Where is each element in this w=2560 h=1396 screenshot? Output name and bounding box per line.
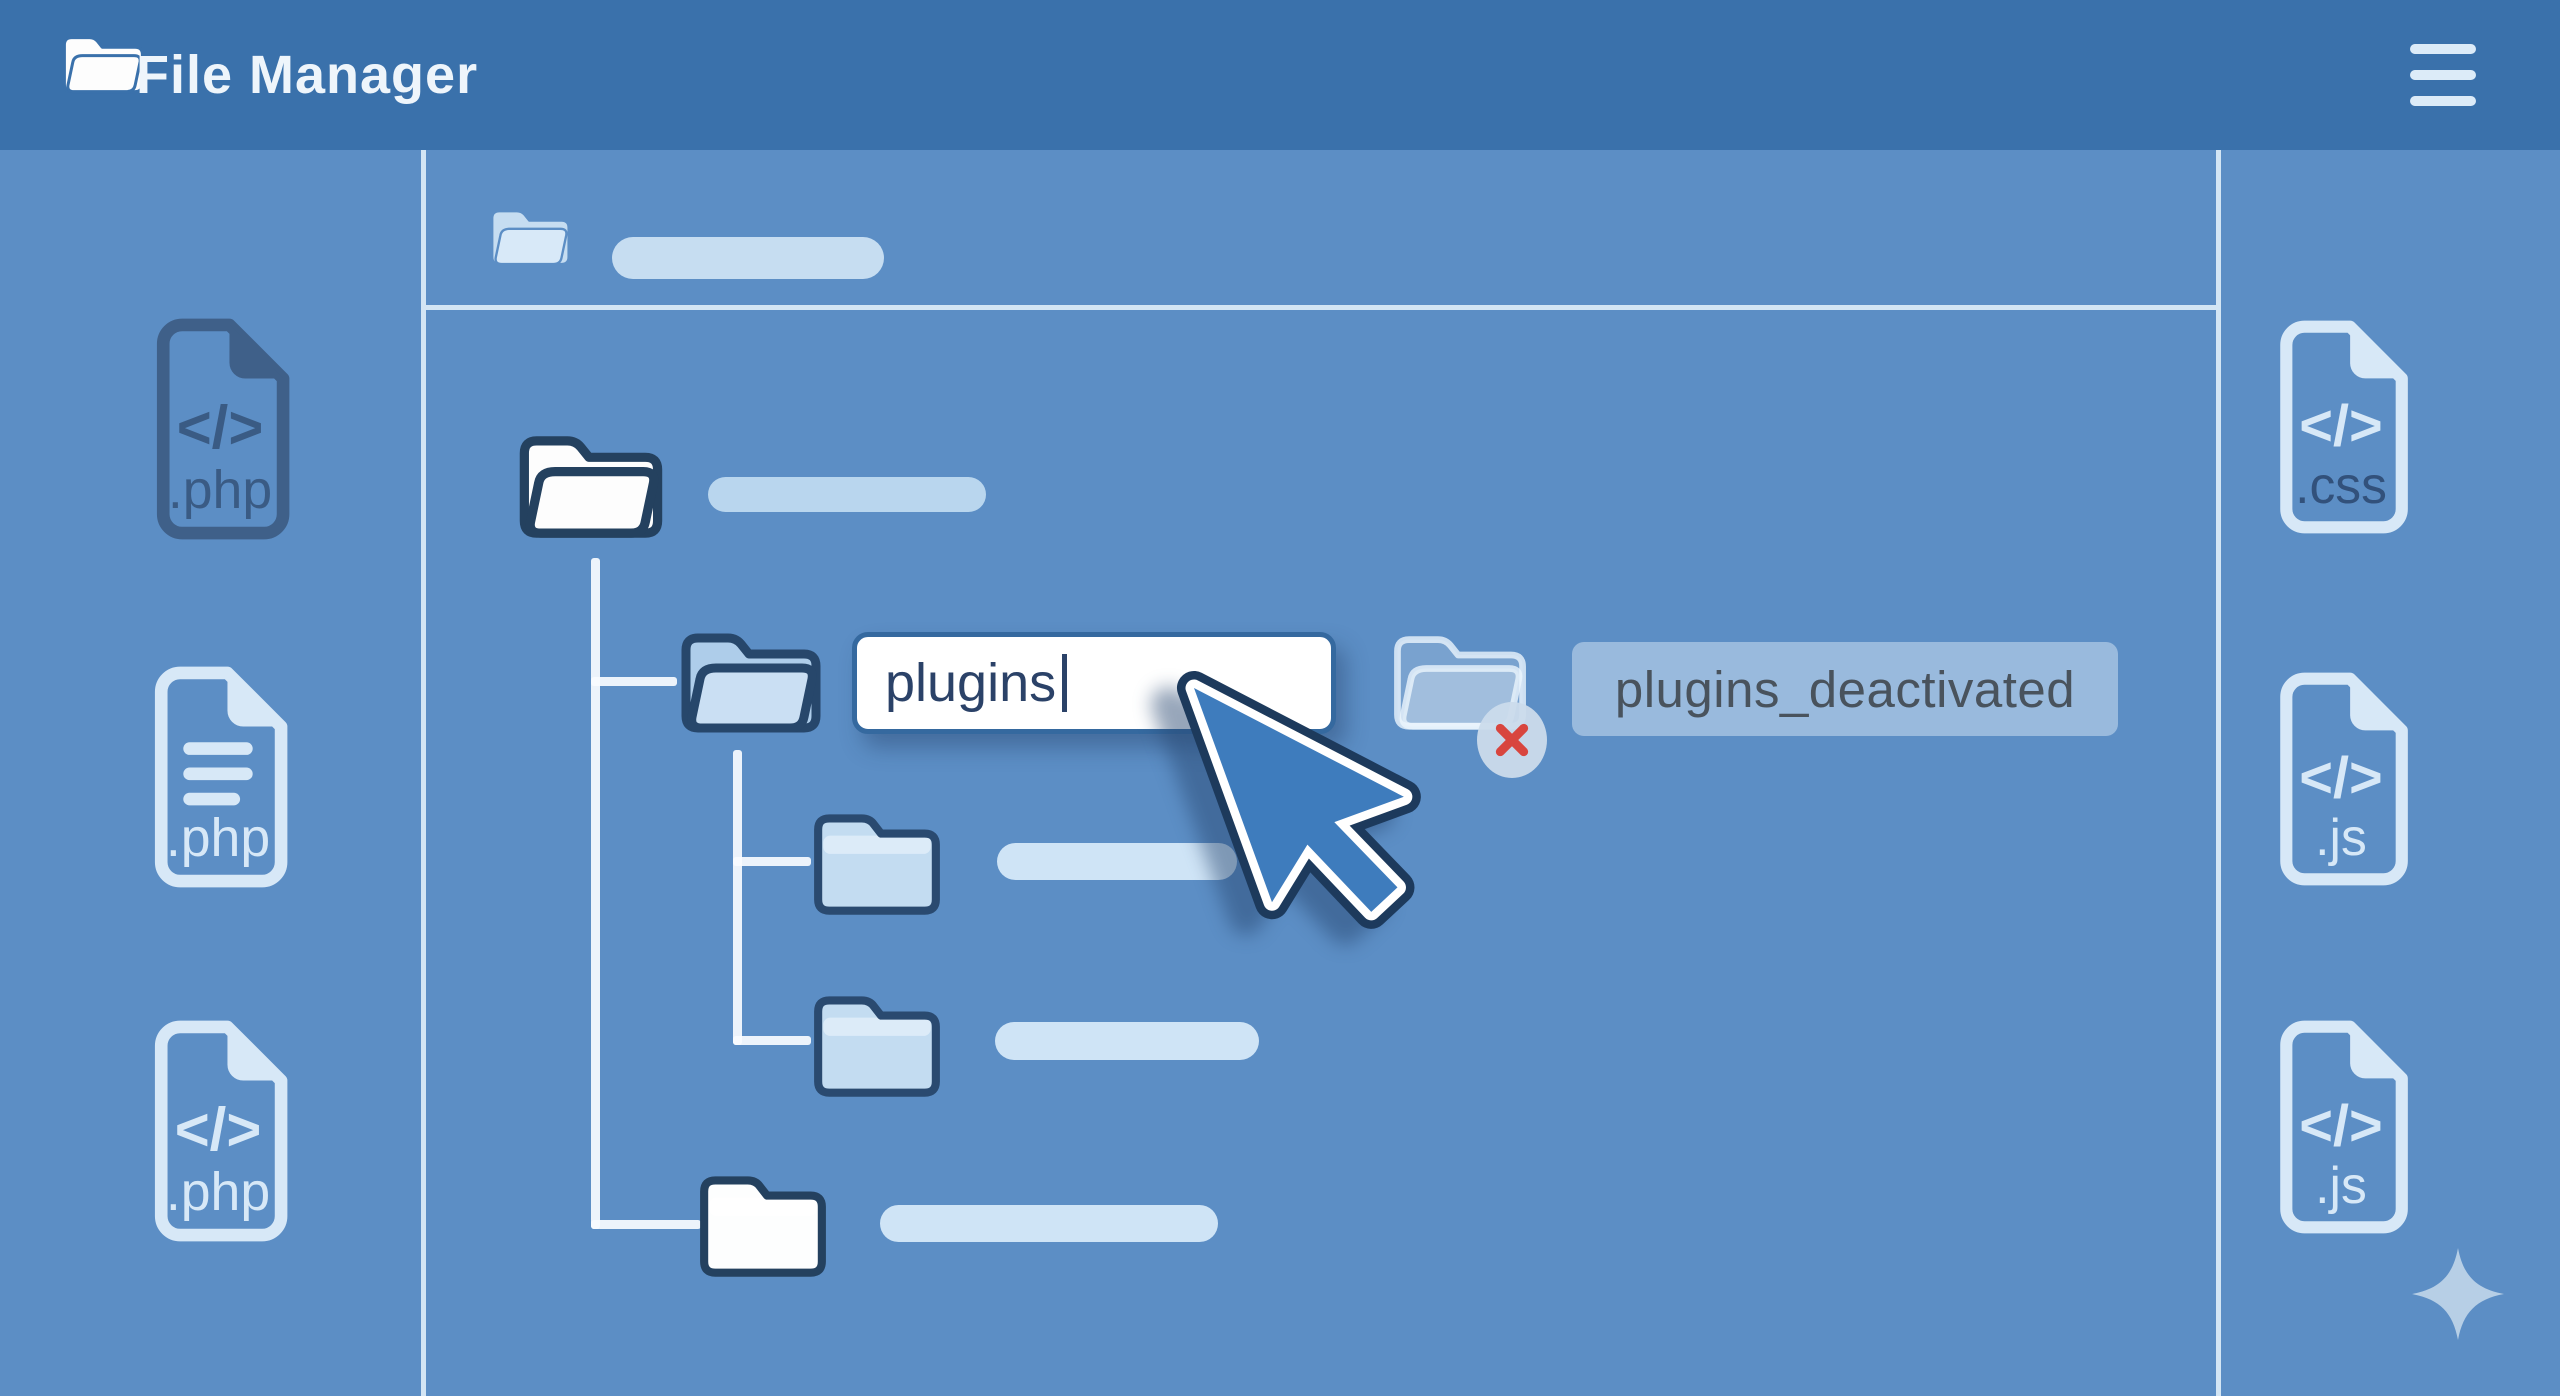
tree-branch-sub1 (733, 857, 811, 866)
rename-input-value: plugins (885, 653, 1057, 713)
tree-branch-bottom (591, 1220, 701, 1229)
toolbar-divider (421, 305, 2221, 310)
subfolder-icon-1[interactable] (808, 800, 946, 922)
root-folder-icon[interactable] (510, 418, 674, 554)
file-ext-label: .php (166, 808, 270, 868)
code-glyph: </> (175, 1096, 262, 1163)
file-ext-label: .php (168, 460, 272, 520)
breadcrumb-name-placeholder (612, 237, 884, 279)
file-ext-label: .css (2295, 456, 2387, 514)
code-glyph: </> (2299, 1094, 2382, 1158)
text-caret (1062, 654, 1068, 712)
plugins-folder-icon[interactable] (672, 616, 832, 748)
file-ext-label: .php (166, 1162, 270, 1222)
subfolder-name-placeholder-1 (997, 843, 1237, 880)
code-glyph: </> (177, 394, 264, 461)
x-circle-icon (1477, 702, 1547, 778)
js-file-icon-2[interactable]: </> .js (2262, 1014, 2420, 1240)
code-glyph: </> (2299, 394, 2382, 458)
code-glyph: </> (2299, 746, 2382, 810)
root-folder-name-placeholder (708, 477, 986, 512)
text-line (183, 767, 253, 781)
css-file-icon[interactable]: </> .css (2262, 314, 2420, 540)
rename-input[interactable]: plugins (852, 632, 1336, 734)
php-code-file-icon-2[interactable]: </> .php (136, 1014, 300, 1248)
app-header: File Manager (0, 0, 2560, 150)
subfolder-name-placeholder-2 (995, 1022, 1259, 1060)
file-ext-label: .js (2315, 1156, 2367, 1214)
panel-divider-left (421, 150, 426, 1396)
js-file-icon-1[interactable]: </> .js (2262, 666, 2420, 892)
text-line (183, 742, 253, 755)
php-text-file-icon[interactable]: .php (136, 660, 300, 894)
panel-divider-right (2216, 150, 2221, 1396)
bottom-folder-name-placeholder (880, 1205, 1218, 1242)
tree-branch-sub2 (733, 1036, 811, 1045)
app-title: File Manager (136, 45, 479, 105)
tree-branch-plugins (591, 677, 677, 686)
arrow-pointer-icon (1177, 671, 1421, 929)
sparkle-icon (2412, 1248, 2504, 1340)
php-code-file-icon[interactable]: </> .php (138, 312, 302, 546)
breadcrumb-folder-icon[interactable] (484, 198, 578, 276)
tree-line-plugins (733, 750, 742, 1045)
bottom-folder-icon[interactable] (694, 1162, 832, 1284)
subfolder-icon-2[interactable] (808, 982, 946, 1104)
hamburger-menu-icon[interactable] (2410, 44, 2480, 108)
text-line (183, 792, 241, 806)
ghost-folder-icon (1394, 636, 1526, 730)
app-logo-open-folder-icon (62, 36, 144, 94)
deactivated-folder-label: plugins_deactivated (1572, 642, 2118, 736)
x-icon (1495, 723, 1529, 757)
tree-line-root (591, 558, 600, 1229)
file-ext-label: .js (2315, 808, 2367, 866)
